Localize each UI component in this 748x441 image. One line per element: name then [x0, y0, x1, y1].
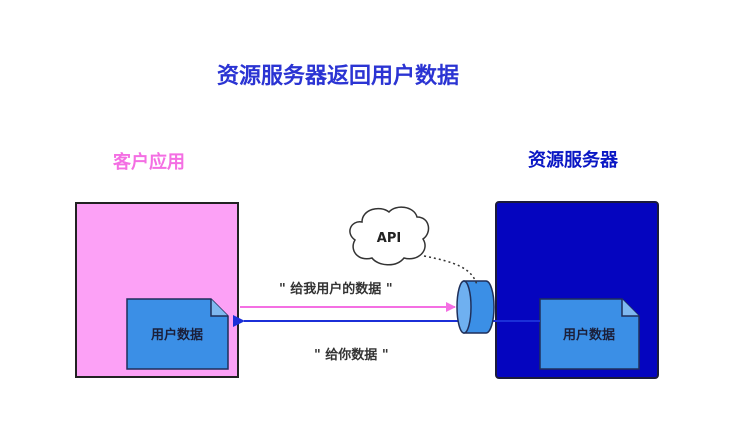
client-doc-label: 用户数据: [150, 327, 203, 343]
api-cloud: API: [349, 206, 430, 266]
request-message: " 给我用户的数据 ": [279, 282, 393, 297]
api-label: API: [377, 231, 401, 246]
client-user-data-doc: 用户数据: [126, 298, 229, 370]
diagram-title: 资源服务器返回用户数据: [216, 64, 459, 89]
resource-server-label: 资源服务器: [528, 150, 618, 171]
server-doc-label: 用户数据: [562, 327, 615, 343]
response-message: " 给你数据 ": [314, 348, 389, 363]
client-app-label: 客户应用: [113, 152, 185, 173]
server-user-data-doc: 用户数据: [539, 298, 640, 370]
api-endpoint-cylinder: [456, 280, 495, 334]
